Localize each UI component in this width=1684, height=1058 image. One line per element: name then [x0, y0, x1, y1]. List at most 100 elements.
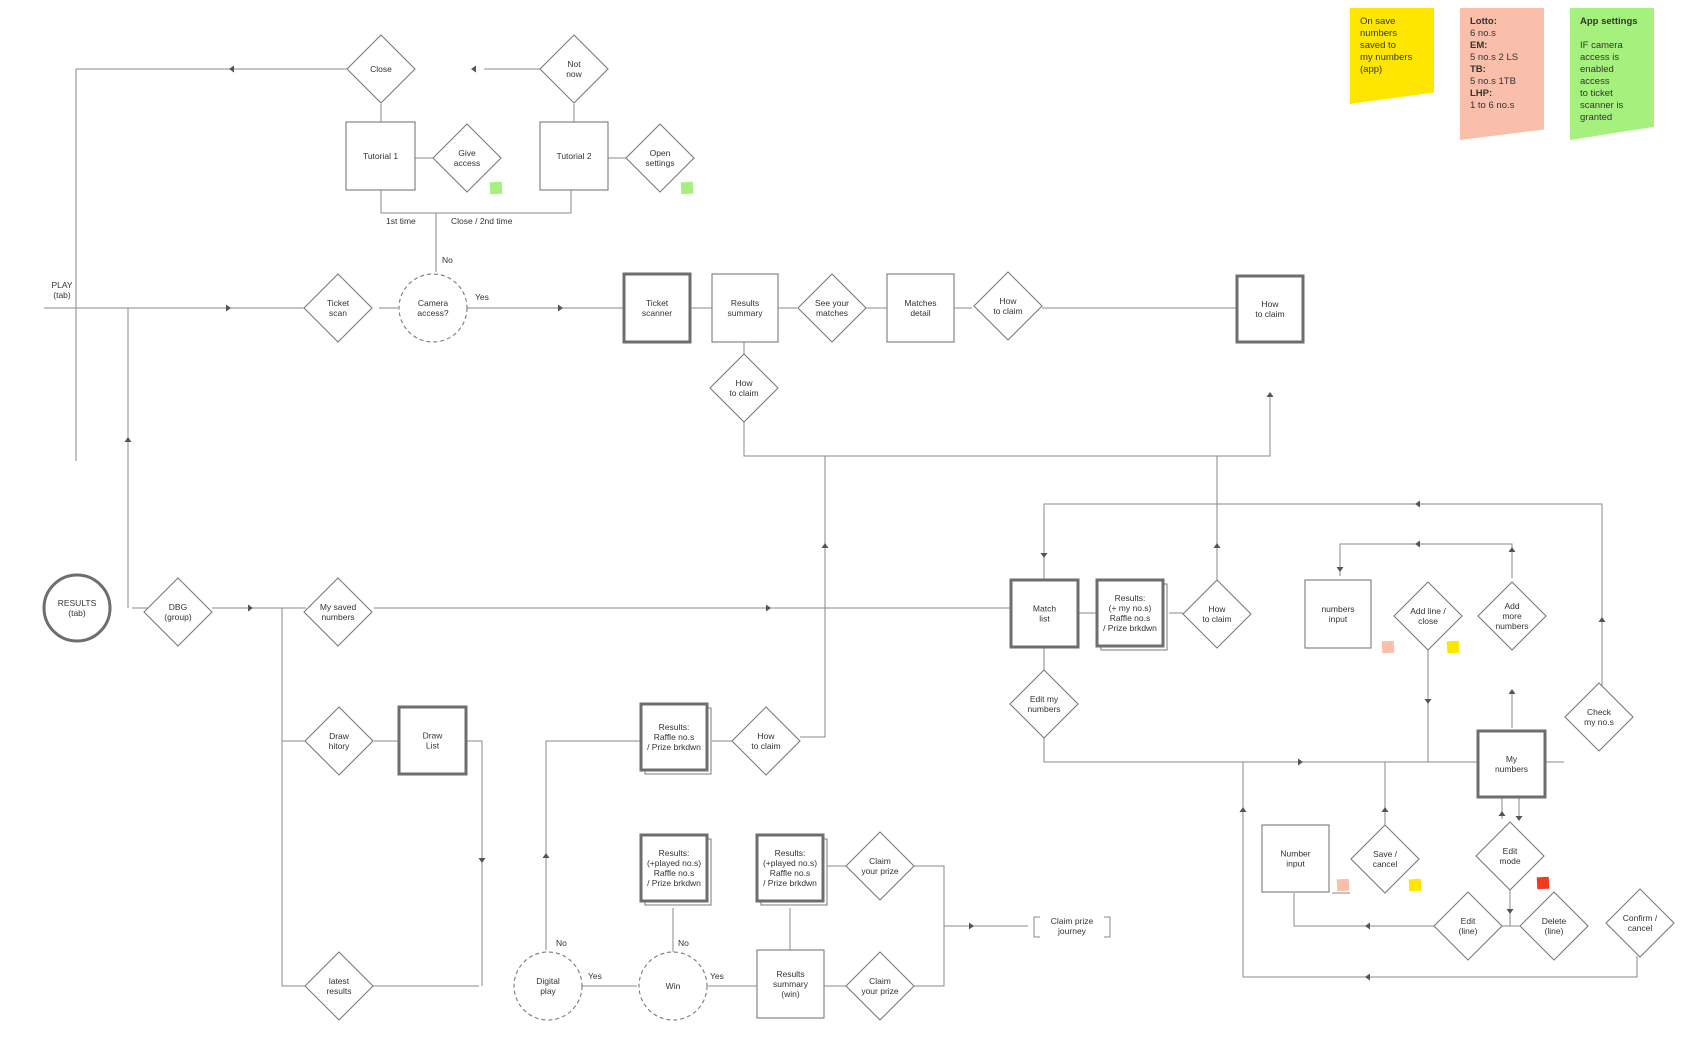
label-line: Camera [418, 298, 449, 308]
note-line: 5 no.s 2 LS [1470, 52, 1519, 63]
save-cancel-decision[interactable] [1350, 824, 1420, 894]
results-summary-win-box[interactable] [756, 949, 825, 1019]
confirm-cancel-decision[interactable] [1605, 888, 1675, 958]
tutorial2-label: Tutorial 2 [556, 151, 591, 161]
arrow-l [1415, 500, 1420, 508]
results-raffle-box[interactable] [639, 702, 709, 772]
results_raffle-label: Results:Raffle no.s/ Prize brkdwn [647, 722, 701, 752]
label-line: Ticket [646, 298, 669, 308]
how-to-claim-3-decision[interactable] [1182, 579, 1252, 649]
tutorial1-box[interactable] [345, 121, 416, 191]
edit-line-decision[interactable] [1433, 891, 1503, 961]
results_played_1-label: Results:(+played no.s)Raffle no.s/ Prize… [647, 848, 701, 888]
digital-play-decision[interactable] [513, 951, 583, 1021]
label-line: Number [1280, 849, 1310, 859]
label-line: See your [815, 298, 849, 308]
see-matches-decision[interactable] [797, 273, 867, 343]
label-line: Raffle no.s [1110, 613, 1150, 623]
delete_line-label: Delete(line) [1542, 916, 1567, 936]
label-line: DBG [169, 602, 187, 612]
results-my-nos-box[interactable] [1095, 578, 1165, 648]
win-decision[interactable] [638, 951, 708, 1021]
yellow-note-square [1446, 640, 1460, 654]
check-my-nos-decision[interactable] [1564, 682, 1634, 752]
connector [75, 68, 348, 461]
add-line-close-decision[interactable] [1393, 581, 1463, 651]
match-list-box[interactable] [1009, 578, 1080, 649]
how-to-claim-2-decision[interactable] [709, 353, 779, 423]
arrow-d [1506, 909, 1514, 914]
label-line: Raffle no.s [654, 732, 694, 742]
play-tab-label: PLAY(tab) [51, 280, 72, 300]
give-access-decision[interactable] [432, 123, 502, 193]
results-tab-node[interactable] [42, 573, 112, 643]
label-line: Raffle no.s [770, 868, 810, 878]
arrow-u [1508, 547, 1516, 552]
note-line: my numbers [1360, 52, 1413, 63]
numbers-input-box[interactable] [1304, 579, 1372, 649]
label-line: (tab) [68, 608, 86, 618]
label-line: Matches [904, 298, 936, 308]
connector [1043, 503, 1603, 703]
delete-line-decision[interactable] [1519, 891, 1589, 961]
results-played-2-box[interactable] [755, 833, 825, 903]
label-line: Results [731, 298, 759, 308]
results-played-1-box[interactable] [639, 833, 709, 903]
label-line: (win) [781, 989, 800, 999]
camera-access-decision[interactable] [398, 273, 468, 343]
my-numbers-box[interactable] [1476, 729, 1547, 799]
number-input-box[interactable] [1261, 824, 1330, 893]
draw-list-box[interactable] [397, 705, 468, 776]
label-no-digital: No [556, 938, 567, 948]
latest-results-decision[interactable] [304, 951, 374, 1021]
label-line: Draw [329, 731, 350, 741]
results_played_2-label: Results:(+played no.s)Raffle no.s/ Prize… [763, 848, 817, 888]
how-to-claim-1-decision[interactable] [973, 271, 1043, 341]
draw-history-decision[interactable] [304, 706, 374, 776]
connector [380, 190, 572, 214]
label-line: summary [773, 979, 809, 989]
label-line: Results: [659, 848, 690, 858]
matches-detail-box[interactable] [886, 273, 955, 343]
tutorial2-box[interactable] [539, 121, 609, 191]
close-decision[interactable] [346, 34, 416, 104]
not-now-decision[interactable] [539, 34, 609, 104]
results-summary-box[interactable] [711, 273, 779, 343]
ticket-scan-decision[interactable] [303, 273, 373, 343]
claim-prize-1-decision[interactable] [845, 831, 915, 901]
results_my_nos-label: Results:(+ my no.s)Raffle no.s/ Prize br… [1103, 593, 1157, 633]
note-line: saved to [1360, 40, 1396, 51]
edit-my-numbers-decision[interactable] [1009, 669, 1079, 739]
yellow-note-square [1408, 878, 1422, 892]
add-more-numbers-decision[interactable] [1477, 581, 1547, 651]
label-line: access [454, 158, 480, 168]
label-line: settings [645, 158, 674, 168]
label-line: Results: [775, 848, 806, 858]
edit-mode-decision[interactable] [1475, 821, 1545, 891]
label-line: my no.s [1584, 717, 1614, 727]
arrow-u [1381, 807, 1389, 812]
dbg_group-label: DBG(group) [164, 602, 192, 622]
how-to-claim-4-decision[interactable] [731, 706, 801, 776]
label-close-2nd-time: Close / 2nd time [451, 216, 513, 226]
label-line: your prize [861, 986, 899, 996]
arrow-d [478, 858, 486, 863]
my-saved-numbers-decision[interactable] [303, 577, 373, 647]
dbg-group-decision[interactable] [143, 577, 213, 647]
open-settings-decision[interactable] [625, 123, 695, 193]
claim-prize-2-decision[interactable] [845, 951, 915, 1021]
how-to-claim-box-box[interactable] [1235, 274, 1305, 344]
ticket-scanner-box[interactable] [622, 272, 692, 344]
